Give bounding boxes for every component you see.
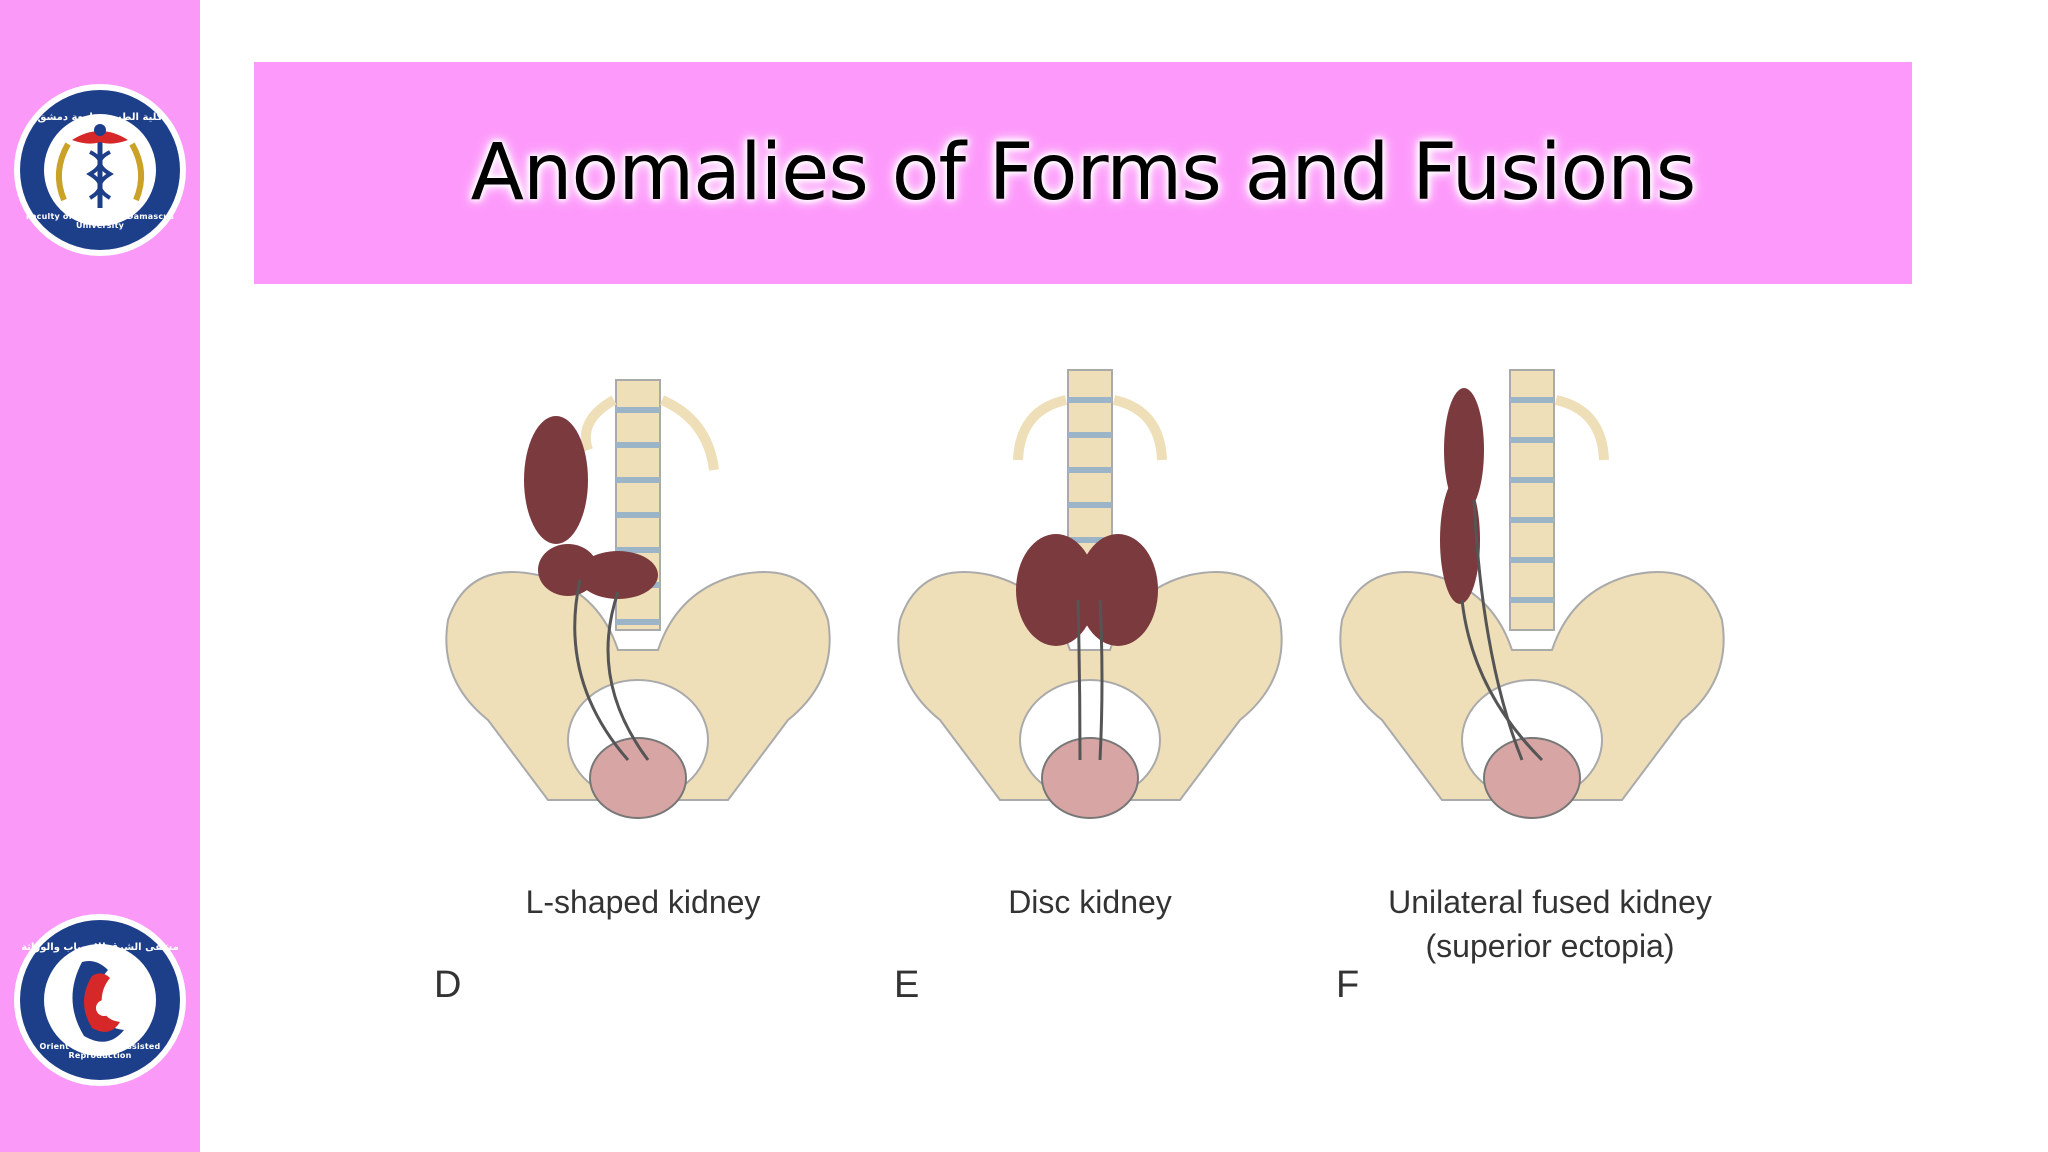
figure-disc-kidney (880, 360, 1300, 880)
figure-letter-d: D (434, 964, 462, 1006)
figure-unilateral-fused-kidney (1322, 360, 1742, 880)
orient-logo-arabic: مشفى الشرق للإخصاب والوراثة (21, 942, 179, 953)
faculty-of-medicine-logo: كلية الطب - جامعة دمشق Faculty of Medici… (12, 82, 188, 258)
figure-letter-f: F (1336, 964, 1360, 1006)
orient-hospital-logo: مشفى الشرق للإخصاب والوراثة Orient Hospi… (12, 912, 188, 1088)
caption-l-shaped-kidney: L-shaped kidney (525, 884, 761, 920)
title-bar: Anomalies of Forms and Fusions (254, 62, 1912, 284)
caption-disc-kidney: Disc kidney (1008, 884, 1172, 920)
figure-letter-e: E (894, 964, 920, 1006)
caption-unilateral-fused-kidney: Unilateral fused kidney (1388, 884, 1712, 920)
caption-superior-ectopia: (superior ectopia) (1425, 928, 1675, 964)
sidebar: كلية الطب - جامعة دمشق Faculty of Medici… (0, 0, 200, 1152)
slide-title: Anomalies of Forms and Fusions (470, 128, 1697, 218)
faculty-logo-caption: Faculty of Medicine - Damascus Universit… (25, 212, 175, 230)
orient-logo-caption: Orient Hospital - Assisted Reproduction (39, 1042, 161, 1060)
faculty-logo-arabic: كلية الطب - جامعة دمشق (37, 112, 163, 123)
figure-l-shaped-kidney (428, 360, 848, 880)
spine-illustration (1509, 369, 1609, 631)
